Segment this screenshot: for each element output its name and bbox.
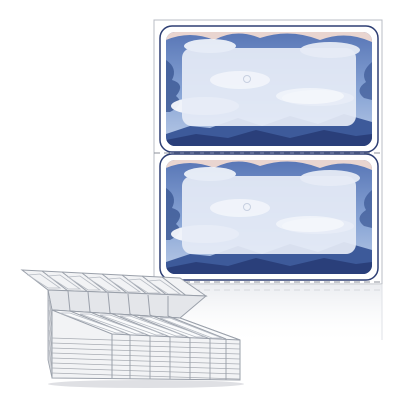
label-face	[182, 48, 356, 126]
stack-shadow	[48, 380, 244, 388]
fanfold-stack-icon	[20, 269, 244, 388]
label-sheet-icon	[159, 25, 379, 153]
label-sheet-icon-2	[159, 153, 379, 281]
label-face-2	[182, 176, 356, 254]
